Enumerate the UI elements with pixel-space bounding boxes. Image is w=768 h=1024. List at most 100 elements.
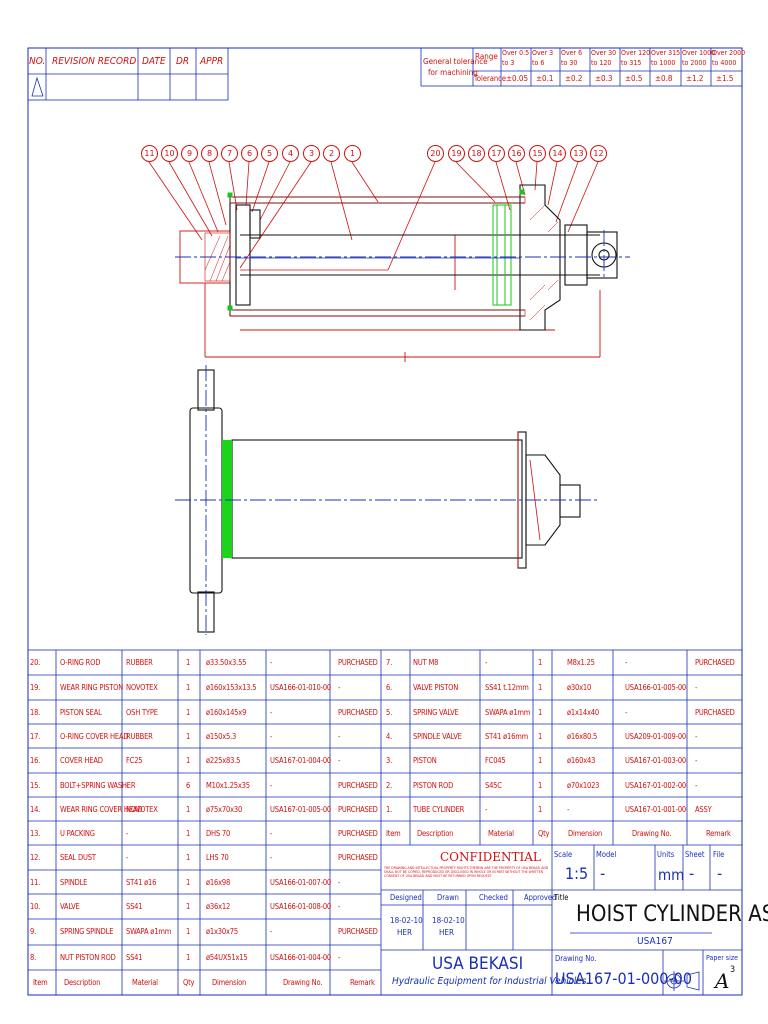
- paper-size: A: [715, 969, 730, 993]
- bom-cell-dim: DHS 70: [206, 829, 231, 838]
- bom-cell-qty: 1: [186, 829, 191, 838]
- revision-block: [27, 47, 229, 101]
- bom-cell-rem: -: [338, 902, 341, 911]
- bom-cell-mat: SS41 t.12mm: [485, 683, 529, 692]
- drawing-no-label: Drawing No.: [555, 954, 597, 963]
- balloon: 11: [141, 145, 158, 162]
- company-tagline: Hydraulic Equipment for Industrial Vehic…: [392, 976, 587, 987]
- bom-cell-desc: PISTON SEAL: [60, 708, 102, 717]
- bom-cell-qty: 1: [186, 756, 191, 765]
- bom-cell-rem: ASSY: [695, 805, 712, 814]
- balloon: 14: [549, 145, 566, 162]
- bom-cell-rem: PURCHASED: [695, 658, 735, 667]
- balloon: 7: [221, 145, 238, 162]
- bom-cell-desc: PISTON: [413, 756, 437, 765]
- bom-cell-dim: ø75x70x30: [206, 805, 243, 814]
- bom-cell-dim: ø150x5.3: [206, 732, 237, 741]
- bom-cell-qty: 6: [186, 781, 191, 790]
- bom-cell-dim: ø160x153x13.5: [206, 683, 257, 692]
- bom-cell-dwg: USA209-01-009-00: [625, 732, 687, 741]
- balloon: 1: [344, 145, 361, 162]
- bom-cell-qty: 1: [186, 708, 191, 717]
- tolerance-value: ±0.05: [506, 74, 529, 83]
- bom-cell-mat: SS41: [126, 902, 143, 911]
- tolerance-range-end: to 6: [532, 59, 545, 67]
- bom-cell-dim: ø16x98: [206, 878, 231, 887]
- bom-cell-dim: ø70x1023: [567, 781, 600, 790]
- revision-record-header: REVISION RECORD: [52, 56, 137, 67]
- tolerance-label: Tolerance: [474, 74, 507, 83]
- bom-cell-mat: -: [485, 658, 488, 667]
- projection-symbol-icon: [664, 971, 700, 991]
- bom-cell-qty: 1: [186, 878, 191, 887]
- bom-cell-desc: O-RING ROD: [60, 658, 101, 667]
- bom-cell-item: 16.: [30, 756, 41, 765]
- bom-cell-rem: -: [695, 781, 698, 790]
- bom-cell-dwg: -: [625, 708, 628, 717]
- revision-triangle-icon: [31, 76, 44, 97]
- bom-cell-mat: FC045: [485, 756, 506, 765]
- bom-cell-mat: RUBBER: [126, 658, 153, 667]
- bom-cell-qty: 1: [186, 953, 191, 962]
- bom-cell-dwg: USA166-01-007-00: [270, 878, 332, 887]
- bom-cell-dwg: -: [270, 829, 273, 838]
- bom-header-desc: Description: [64, 978, 101, 987]
- bom-cell-desc: NUT M8: [413, 658, 439, 667]
- balloon: 4: [282, 145, 299, 162]
- tolerance-range-end: to 3: [502, 59, 515, 67]
- bom-cell-dwg: -: [270, 927, 273, 936]
- bom-header-qty: Qty: [538, 829, 550, 838]
- balloon: 16: [508, 145, 525, 162]
- bom-cell-desc: WEAR RING PISTON: [60, 683, 124, 692]
- tolerance-range-start: Over 6: [561, 49, 583, 57]
- balloon: 18: [468, 145, 485, 162]
- bom-cell-rem: PURCHASED: [338, 781, 378, 790]
- file-value: -: [717, 864, 723, 883]
- bom-cell-dim: M8x1.25: [567, 658, 595, 667]
- file-label: File: [713, 850, 725, 859]
- bom-cell-desc: SEAL DUST: [60, 853, 96, 862]
- range-label: Range: [475, 52, 498, 61]
- bom-cell-rem: PURCHASED: [338, 708, 378, 717]
- bom-cell-dwg: USA167-01-001-00: [625, 805, 687, 814]
- bom-cell-mat: -: [126, 781, 129, 790]
- bom-cell-mat: NOVOTEX: [126, 805, 158, 814]
- bom-header-item: Item: [386, 829, 401, 838]
- bom-cell-desc: SPRING VALVE: [413, 708, 459, 717]
- confidential-notice-text: THE DRAWING AND INTELLECTUAL PROPERTY RI…: [384, 866, 549, 878]
- bom-cell-dwg: -: [270, 708, 273, 717]
- bom-cell-dim: M10x1.25x35: [206, 781, 250, 790]
- drawing-title: HOIST CYLINDER ASSY: [576, 902, 768, 927]
- bom-cell-desc: TUBE CYLINDER: [413, 805, 465, 814]
- tolerance-range-end: to 120: [591, 59, 612, 67]
- balloon: 9: [181, 145, 198, 162]
- bom-cell-mat: S45C: [485, 781, 502, 790]
- bom-cell-desc: VALVE: [60, 902, 80, 911]
- bom-cell-dim: ø33.50x3.55: [206, 658, 247, 667]
- balloon: 20: [427, 145, 444, 162]
- bom-cell-dwg: -: [270, 732, 273, 741]
- bom-cell-item: 18.: [30, 708, 41, 717]
- bom-cell-dwg: -: [270, 658, 273, 667]
- bom-cell-dim: ø54UX51x15: [206, 953, 248, 962]
- bom-cell-desc: U PACKING: [60, 829, 95, 838]
- bom-cell-rem: -: [695, 732, 698, 741]
- bom-cell-item: 3.: [386, 756, 393, 765]
- bom-cell-desc: NUT PISTON ROD: [60, 953, 116, 962]
- bom-cell-qty: 1: [186, 683, 191, 692]
- bom-cell-qty: 1: [186, 658, 191, 667]
- bom-cell-rem: PURCHASED: [338, 853, 378, 862]
- tolerance-range-start: Over 120: [621, 49, 651, 57]
- bom-cell-mat: ST41 ø16: [126, 878, 157, 887]
- balloon: 8: [201, 145, 218, 162]
- bom-cell-mat: SWAPA ø1mm: [126, 927, 172, 936]
- bom-header-dwg: Drawing No.: [632, 829, 672, 838]
- drawn-label: Drawn: [437, 893, 459, 902]
- bom-cell-item: 14.: [30, 805, 41, 814]
- bom-cell-item: 10.: [30, 902, 41, 911]
- bom-header-mat: Material: [488, 829, 514, 838]
- bom-cell-dwg: -: [625, 658, 628, 667]
- units-value: mm: [658, 866, 685, 884]
- bom-cell-mat: FC25: [126, 756, 143, 765]
- bom-cell-dwg: -: [270, 781, 273, 790]
